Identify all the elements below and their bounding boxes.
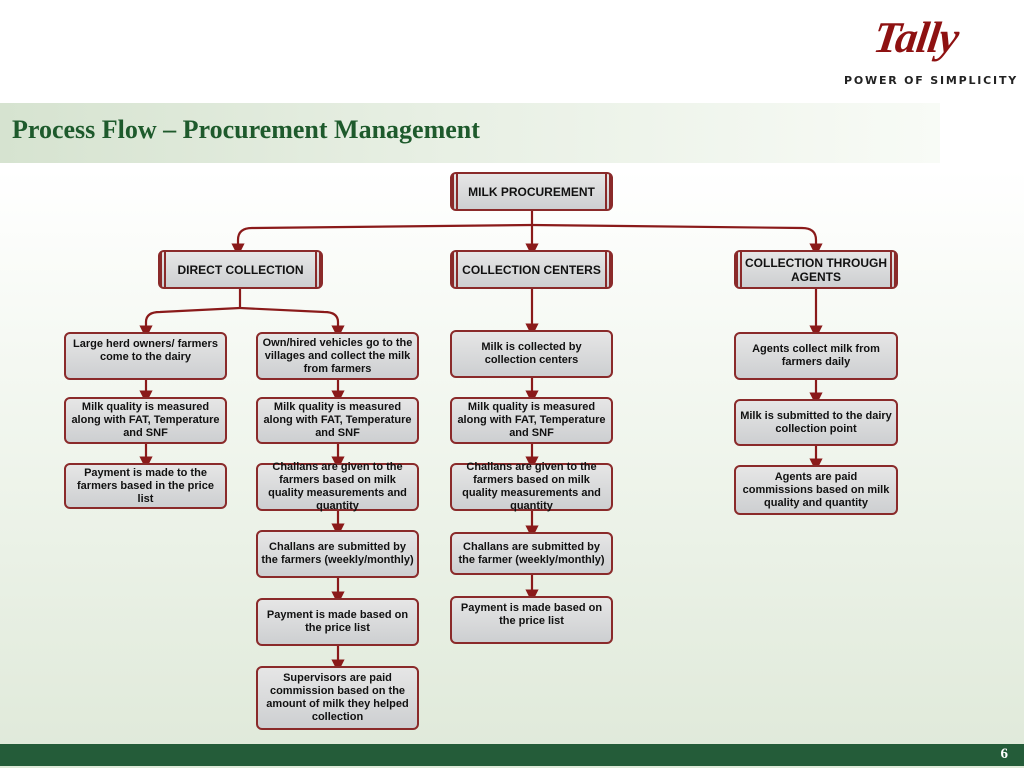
node-centers-step-3: Challans are given to the farmers based … xyxy=(450,461,613,512)
node-agents-step-1: Agents collect milk from farmers daily xyxy=(734,332,898,380)
node-direct-b-step-1: Own/hired vehicles go to the villages an… xyxy=(256,332,419,380)
connector-direct-right xyxy=(239,306,345,339)
page-title: Process Flow – Procurement Management xyxy=(12,115,480,144)
node-direct-b-step-4: Challans are submitted by the farmers (w… xyxy=(256,530,419,578)
node-direct-collection: DIRECT COLLECTION xyxy=(158,250,323,289)
node-direct-b-step-3: Challans are given to the farmers based … xyxy=(256,461,419,512)
tally-logo: Tally POWER OF SIMPLICITY xyxy=(840,12,1016,92)
node-collection-through-agents: COLLECTION THROUGH AGENTS xyxy=(734,250,898,289)
node-direct-a-step-1: Large herd owners/ farmers come to the d… xyxy=(64,332,227,380)
node-centers-step-4: Challans are submitted by the farmer (we… xyxy=(450,532,613,575)
node-agents-step-3: Agents are paid commissions based on mil… xyxy=(734,465,898,515)
node-direct-a-step-3: Payment is made to the farmers based in … xyxy=(64,463,227,509)
node-direct-b-step-5: Payment is made based on the price list xyxy=(256,598,419,646)
title-band xyxy=(0,103,940,163)
node-collection-centers: COLLECTION CENTERS xyxy=(450,250,613,289)
connector-root-left xyxy=(231,223,533,257)
footer-bar: 6 xyxy=(0,744,1024,766)
node-centers-step-1: Milk is collected by collection centers xyxy=(450,330,613,378)
connector-root-right xyxy=(531,223,823,257)
node-centers-step-5: Payment is made based on the price list xyxy=(450,596,613,644)
logo-tagline: POWER OF SIMPLICITY xyxy=(844,74,1019,87)
node-centers-step-2: Milk quality is measured along with FAT,… xyxy=(450,397,613,444)
node-agents-step-2: Milk is submitted to the dairy collectio… xyxy=(734,399,898,446)
page-number: 6 xyxy=(1000,746,1009,762)
node-direct-b-step-2: Milk quality is measured along with FAT,… xyxy=(256,397,419,444)
node-milk-procurement: MILK PROCUREMENT xyxy=(450,172,613,211)
node-direct-a-step-2: Milk quality is measured along with FAT,… xyxy=(64,397,227,444)
connector-direct-left xyxy=(139,306,241,339)
node-direct-b-step-6: Supervisors are paid commission based on… xyxy=(256,666,419,730)
